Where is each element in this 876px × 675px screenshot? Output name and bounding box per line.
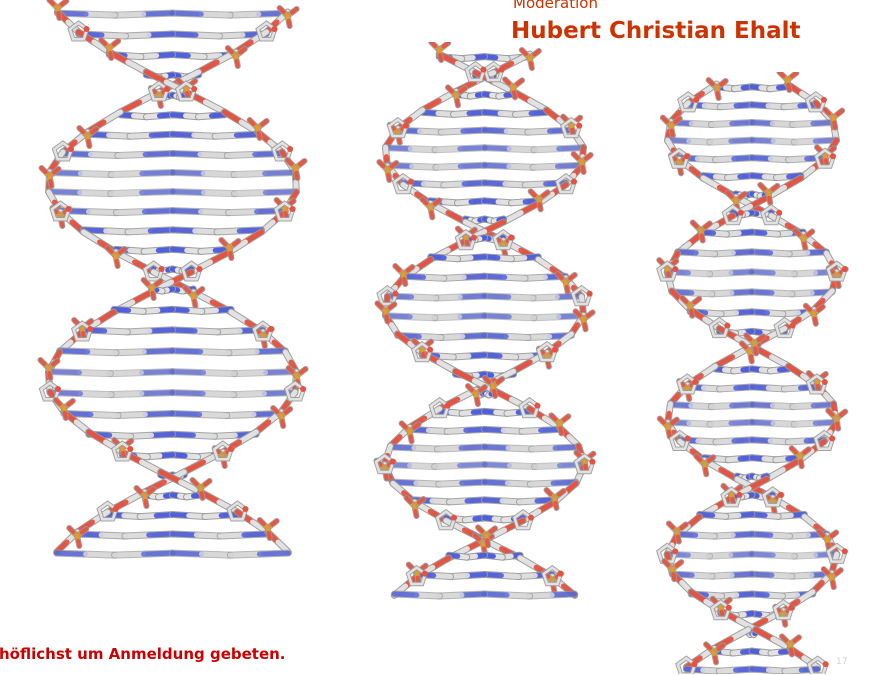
- helix-structure-right: [655, 72, 849, 674]
- moderation-label: Moderation: [513, 0, 598, 12]
- helix-structure-left: [37, 0, 309, 559]
- moderator-name: Hubert Christian Ehalt: [511, 18, 801, 44]
- page-number: 17: [836, 657, 848, 667]
- registration-note: höflichst um Anmeldung gebeten.: [0, 645, 286, 663]
- helix-structure-middle: [373, 42, 597, 600]
